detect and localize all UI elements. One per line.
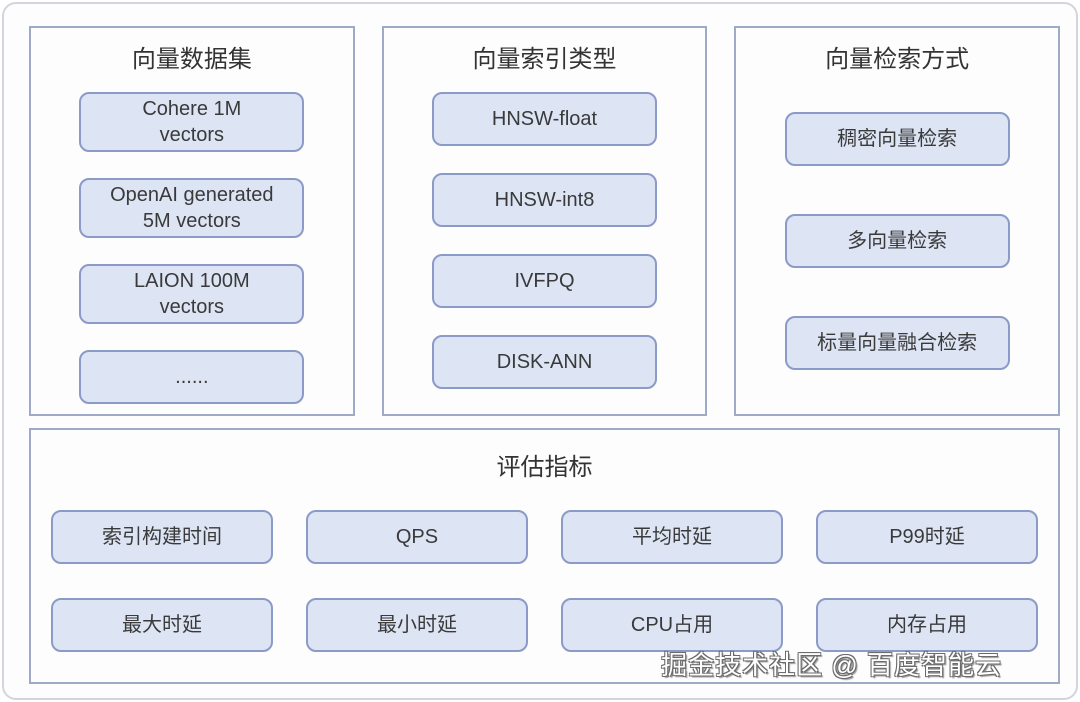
panel-retrieval-methods: 向量检索方式 稠密向量检索 多向量检索 标量向量融合检索 bbox=[734, 26, 1061, 416]
metrics-grid: 索引构建时间 QPS 平均时延 P99时延 最大时延 最小时延 CPU占用 内存… bbox=[51, 510, 1038, 652]
metric-box-index-build-time: 索引构建时间 bbox=[51, 510, 273, 564]
panel-title-retrieval-methods: 向量检索方式 bbox=[825, 46, 970, 73]
retrieval-box-multivector: 多向量检索 bbox=[784, 214, 1010, 268]
metric-box-memory-usage: 内存占用 bbox=[816, 598, 1038, 652]
dataset-list: Cohere 1M vectors OpenAI generated 5M ve… bbox=[31, 92, 353, 404]
panel-title-evaluation-metrics: 评估指标 bbox=[496, 454, 593, 481]
retrieval-method-list: 稠密向量检索 多向量检索 标量向量融合检索 bbox=[736, 112, 1058, 370]
metric-box-qps: QPS bbox=[306, 510, 528, 564]
dataset-box-openai: OpenAI generated 5M vectors bbox=[79, 178, 305, 238]
metric-box-cpu-usage: CPU占用 bbox=[561, 598, 783, 652]
index-type-list: HNSW-float HNSW-int8 IVFPQ DISK-ANN bbox=[384, 92, 706, 389]
index-box-hnsw-float: HNSW-float bbox=[432, 92, 657, 146]
metric-box-max-latency: 最大时延 bbox=[51, 598, 273, 652]
panel-title-index-types: 向量索引类型 bbox=[472, 46, 617, 73]
retrieval-box-scalar-fusion: 标量向量融合检索 bbox=[784, 316, 1010, 370]
panel-vector-datasets: 向量数据集 Cohere 1M vectors OpenAI generated… bbox=[29, 26, 355, 416]
dataset-box-cohere: Cohere 1M vectors bbox=[79, 92, 305, 152]
metric-box-p99-latency: P99时延 bbox=[816, 510, 1038, 564]
dataset-box-laion: LAION 100M vectors bbox=[79, 264, 305, 324]
metric-box-avg-latency: 平均时延 bbox=[561, 510, 783, 564]
panel-evaluation-metrics: 评估指标 索引构建时间 QPS 平均时延 P99时延 最大时延 最小时延 CPU… bbox=[29, 428, 1060, 684]
index-box-disk-ann: DISK-ANN bbox=[432, 335, 657, 389]
metric-box-min-latency: 最小时延 bbox=[306, 598, 528, 652]
dataset-box-ellipsis: ...... bbox=[79, 350, 305, 404]
panel-title-vector-datasets: 向量数据集 bbox=[131, 46, 252, 73]
retrieval-box-dense: 稠密向量检索 bbox=[784, 112, 1010, 166]
index-box-ivfpq: IVFPQ bbox=[432, 254, 657, 308]
top-row: 向量数据集 Cohere 1M vectors OpenAI generated… bbox=[29, 26, 1061, 416]
index-box-hnsw-int8: HNSW-int8 bbox=[432, 173, 657, 227]
panel-index-types: 向量索引类型 HNSW-float HNSW-int8 IVFPQ DISK-A… bbox=[381, 26, 708, 416]
